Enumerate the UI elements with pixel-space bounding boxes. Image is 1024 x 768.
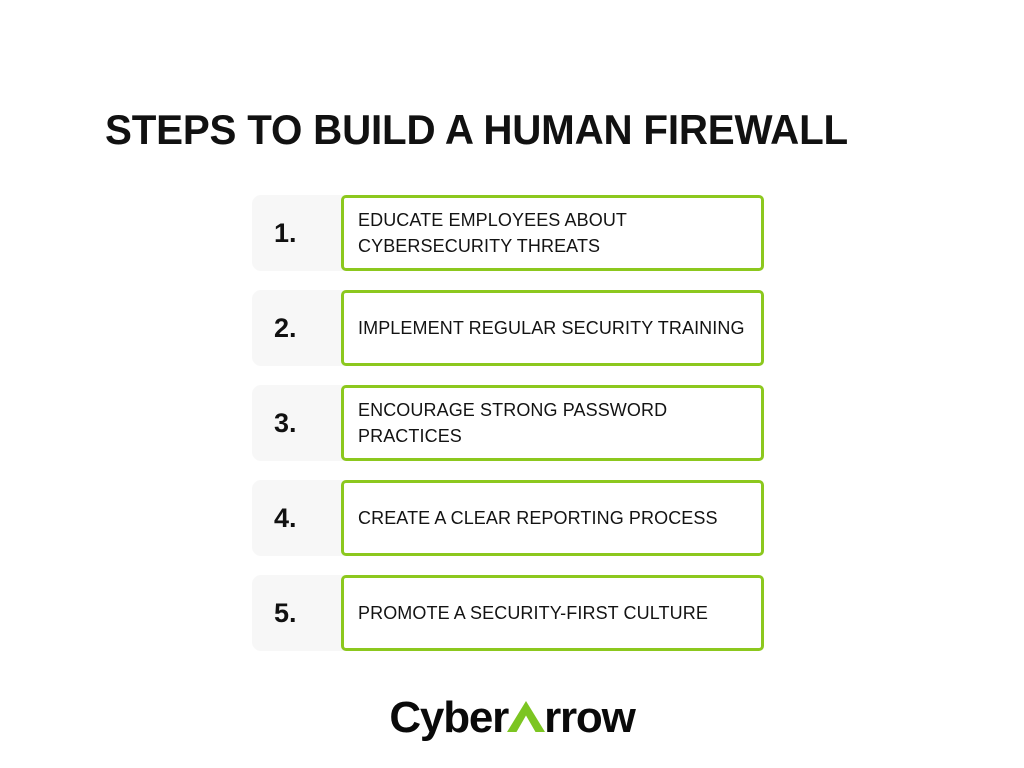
logo-wordmark: Cyber rrow — [389, 693, 636, 742]
step-label: EDUCATE EMPLOYEES ABOUT CYBERSECURITY TH… — [358, 210, 627, 256]
step-box[interactable]: CREATE A CLEAR REPORTING PROCESS — [341, 480, 764, 556]
list-item[interactable]: 5. PROMOTE A SECURITY-FIRST CULTURE — [252, 575, 764, 651]
step-box[interactable]: PROMOTE A SECURITY-FIRST CULTURE — [341, 575, 764, 651]
step-number: 5. — [274, 597, 297, 628]
step-label: ENCOURAGE STRONG PASSWORD PRACTICES — [358, 400, 668, 446]
step-number: 1. — [274, 217, 297, 248]
page-title: STEPS TO BUILD A HUMAN FIREWALL — [105, 106, 848, 154]
steps-list: 1. EDUCATE EMPLOYEES ABOUT CYBERSECURITY… — [252, 195, 764, 651]
step-label: PROMOTE A SECURITY-FIRST CULTURE — [358, 603, 708, 623]
list-item[interactable]: 1. EDUCATE EMPLOYEES ABOUT CYBERSECURITY… — [252, 195, 764, 271]
logo-text-cyber: Cyber — [389, 693, 509, 742]
step-number: 4. — [274, 502, 297, 533]
list-item[interactable]: 3. ENCOURAGE STRONG PASSWORD PRACTICES — [252, 385, 764, 461]
logo-text-rrow: rrow — [544, 693, 636, 742]
brand-logo: Cyber rrow — [0, 693, 1024, 742]
step-box[interactable]: ENCOURAGE STRONG PASSWORD PRACTICES — [341, 385, 764, 461]
step-label: CREATE A CLEAR REPORTING PROCESS — [358, 508, 718, 528]
step-number: 2. — [274, 312, 297, 343]
list-item[interactable]: 2. IMPLEMENT REGULAR SECURITY TRAINING — [252, 290, 764, 366]
green-arrow-a-icon — [507, 701, 546, 732]
step-box[interactable]: IMPLEMENT REGULAR SECURITY TRAINING — [341, 290, 764, 366]
list-item[interactable]: 4. CREATE A CLEAR REPORTING PROCESS — [252, 480, 764, 556]
step-box[interactable]: EDUCATE EMPLOYEES ABOUT CYBERSECURITY TH… — [341, 195, 764, 271]
step-number: 3. — [274, 407, 297, 438]
step-label: IMPLEMENT REGULAR SECURITY TRAINING — [358, 318, 745, 338]
